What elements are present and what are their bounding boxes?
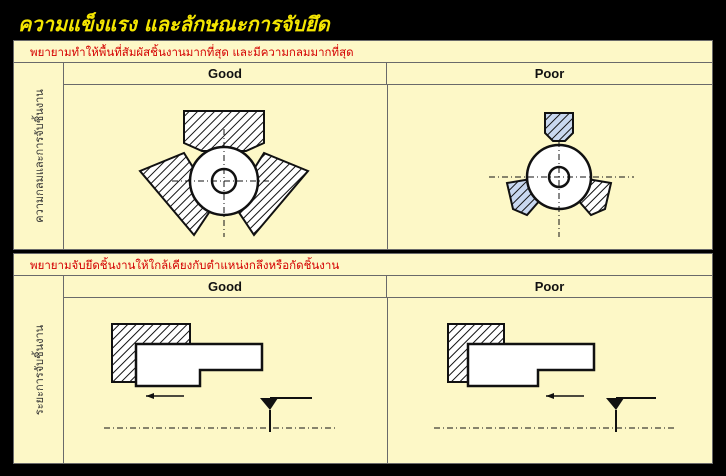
roundness-panel: พยายามทำให้พื้นที่สัมผัสชิ้นงานมากที่สุด… — [13, 40, 713, 250]
section-note: พยายามจับยึดชิ้นงานให้ใกล้เคียงกับตำแหน่… — [14, 254, 712, 276]
section-note: พยายามทำให้พื้นที่สัมผัสชิ้นงานมากที่สุด… — [14, 41, 712, 63]
side-label: ความกลมและการจับชิ้นงาน — [32, 89, 46, 223]
poor-header: Poor — [387, 276, 712, 298]
cutting-tool-icon — [260, 397, 312, 432]
workpiece-clamp-poor-icon — [434, 323, 674, 432]
workpiece-clamp-good-icon — [104, 323, 336, 432]
good-header: Good — [64, 276, 387, 298]
chuck-jaws-poor-icon — [489, 112, 634, 237]
side-label-box: ความกลมและการจับชิ้นงาน — [14, 63, 64, 249]
side-label: ระยะการจับชิ้นงาน — [32, 324, 46, 415]
page-title: ความแข็งแรง และลักษณะการจับยึด — [18, 12, 330, 36]
side-label-box: ระยะการจับชิ้นงาน — [14, 276, 64, 463]
clamping-distance-panel: พยายามจับยึดชิ้นงานให้ใกล้เคียงกับตำแหน่… — [13, 253, 713, 464]
good-header: Good — [64, 63, 387, 85]
column-divider — [387, 298, 388, 463]
chuck-jaws-good-icon — [138, 110, 310, 237]
column-divider — [387, 85, 388, 249]
cutting-tool-icon — [606, 397, 656, 432]
poor-header: Poor — [387, 63, 712, 85]
